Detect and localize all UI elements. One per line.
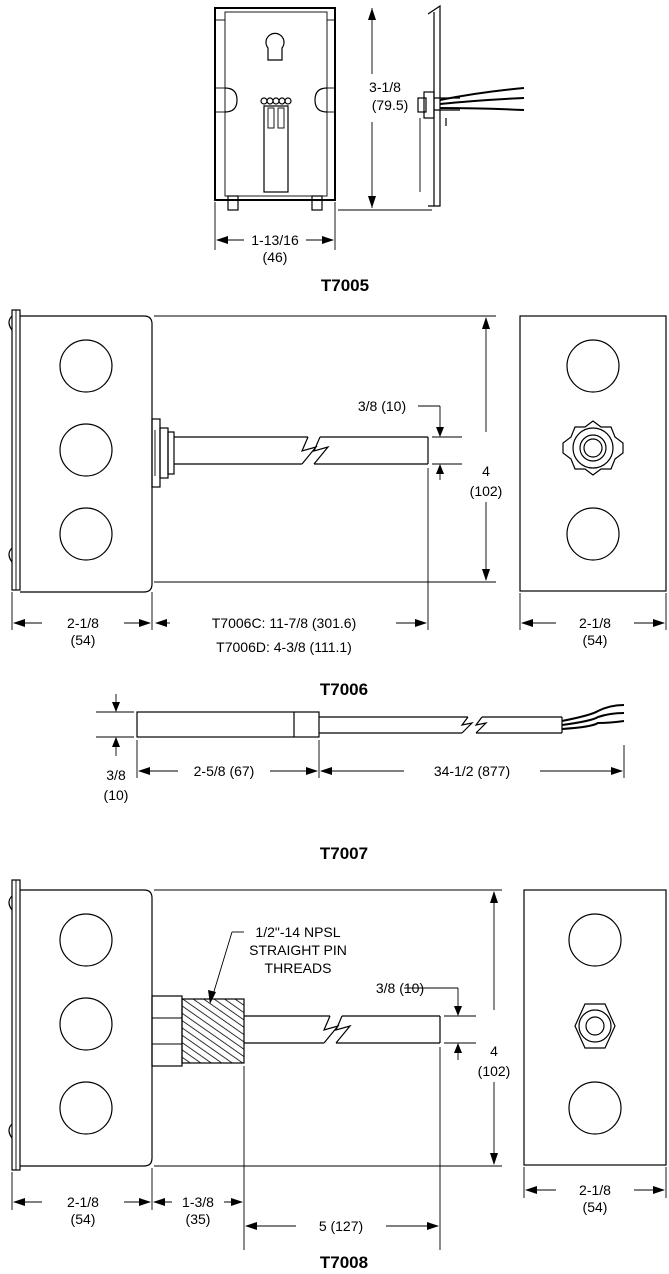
t7005-height-mm: (79.5) [372, 97, 409, 113]
t7006-box-width-dimension: 2-1/8 (54) [11, 592, 153, 648]
t7008-thread-line1: 1/2"-14 NPSL [255, 924, 340, 940]
t7006-height-mm: (102) [470, 483, 503, 499]
t7008-height-mm: (102) [478, 1063, 511, 1079]
t7008-box-width-dimension: 2-1/8 (54) [11, 1168, 153, 1227]
t7007-diameter-in: 3/8 [106, 767, 126, 783]
t7007-probe [136, 704, 625, 738]
t7005-height-in: 3-1/8 [369, 79, 401, 95]
t7008-probe-length: 5 (127) [319, 1218, 363, 1234]
t7007-title: T7007 [320, 844, 368, 863]
t7006-end-width-in: 2-1/8 [579, 615, 611, 631]
t7007-lead-length: 34-1/2 (877) [434, 763, 510, 779]
t7006-box-width-mm: (54) [71, 632, 96, 648]
t7008-box-width-mm: (54) [71, 1211, 96, 1227]
t7008-side-view [8, 879, 441, 1171]
t7005-title: T7005 [321, 276, 369, 295]
t7006-length-c: T7006C: 11-7/8 (301.6) [212, 615, 357, 631]
t7008-end-width-dimension: 2-1/8 (54) [523, 1167, 667, 1215]
t7005-width-in: 1-13/16 [251, 232, 299, 248]
t7006-side-view [8, 309, 429, 593]
t7008-section: 1/2"-14 NPSL STRAIGHT PIN THREADS 3/8 (1… [8, 879, 667, 1272]
t7005-width-mm: (46) [263, 249, 288, 265]
t7008-probe-length-dimension: 5 (127) [245, 1047, 441, 1250]
t7007-tip-length-dimension: 2-5/8 (67) [136, 740, 320, 779]
t7008-thread-line3: THREADS [265, 960, 332, 976]
t7005-width-dimension: 1-13/16 (46) [214, 202, 336, 265]
t7008-box-width-in: 2-1/8 [67, 1194, 99, 1210]
t7008-height-dimension: 4 (102) [154, 889, 511, 1167]
t7006-box-width-in: 2-1/8 [67, 615, 99, 631]
t7005-side-view [417, 4, 525, 207]
t7008-end-width-mm: (54) [583, 1199, 608, 1215]
t7005-height-dimension: 3-1/8 (79.5) [338, 8, 432, 211]
t7006-probe-length-dimension: T7006C: 11-7/8 (301.6) T7006D: 4-3/8 (11… [155, 468, 429, 655]
t7007-section: 3/8 (10) 2-5/8 (67) 34-1/2 (877) T7007 [96, 694, 625, 863]
t7008-fitting-mm: (35) [186, 1211, 211, 1227]
t7008-thread-line2: STRAIGHT PIN [249, 942, 347, 958]
t7006-section: 3/8 (10) 4 (102) [8, 309, 667, 699]
t7008-thread-callout: 1/2"-14 NPSL STRAIGHT PIN THREADS [208, 924, 347, 1004]
t7006-title: T7006 [320, 680, 368, 699]
t7008-height-in: 4 [490, 1043, 498, 1059]
t7006-length-d: T7006D: 4-3/8 (111.1) [216, 639, 352, 655]
t7008-title: T7008 [320, 1253, 368, 1272]
t7006-height-in: 4 [482, 463, 490, 479]
t7008-fitting-dimension: 1-3/8 (35) [153, 1066, 245, 1250]
t7008-end-view [523, 889, 667, 1166]
t7008-tube-diameter-dimension: 3/8 (10) [376, 980, 476, 1060]
t7006-height-dimension: 4 (102) [154, 315, 503, 583]
t7006-tube-diameter-dimension: 3/8 (10) [358, 398, 462, 480]
t7008-end-width-in: 2-1/8 [579, 1182, 611, 1198]
t7006-tube-diameter: 3/8 (10) [358, 398, 406, 414]
t7005-front-view [214, 7, 336, 211]
t7006-end-view [519, 315, 667, 592]
t7007-diameter-mm: (10) [104, 787, 129, 803]
t7008-fitting-in: 1-3/8 [182, 1194, 214, 1210]
t7008-tube-diameter: 3/8 (10) [376, 980, 424, 996]
t7006-end-width-mm: (54) [583, 632, 608, 648]
t7007-diameter-dimension: 3/8 (10) [96, 694, 134, 803]
t7007-tip-length: 2-5/8 (67) [194, 763, 255, 779]
t7007-lead-length-dimension: 34-1/2 (877) [320, 745, 625, 779]
t7006-end-width-dimension: 2-1/8 (54) [519, 593, 667, 648]
t7005-section: 3-1/8 (79.5) 1-13/16 (46) T7005 [214, 4, 525, 295]
